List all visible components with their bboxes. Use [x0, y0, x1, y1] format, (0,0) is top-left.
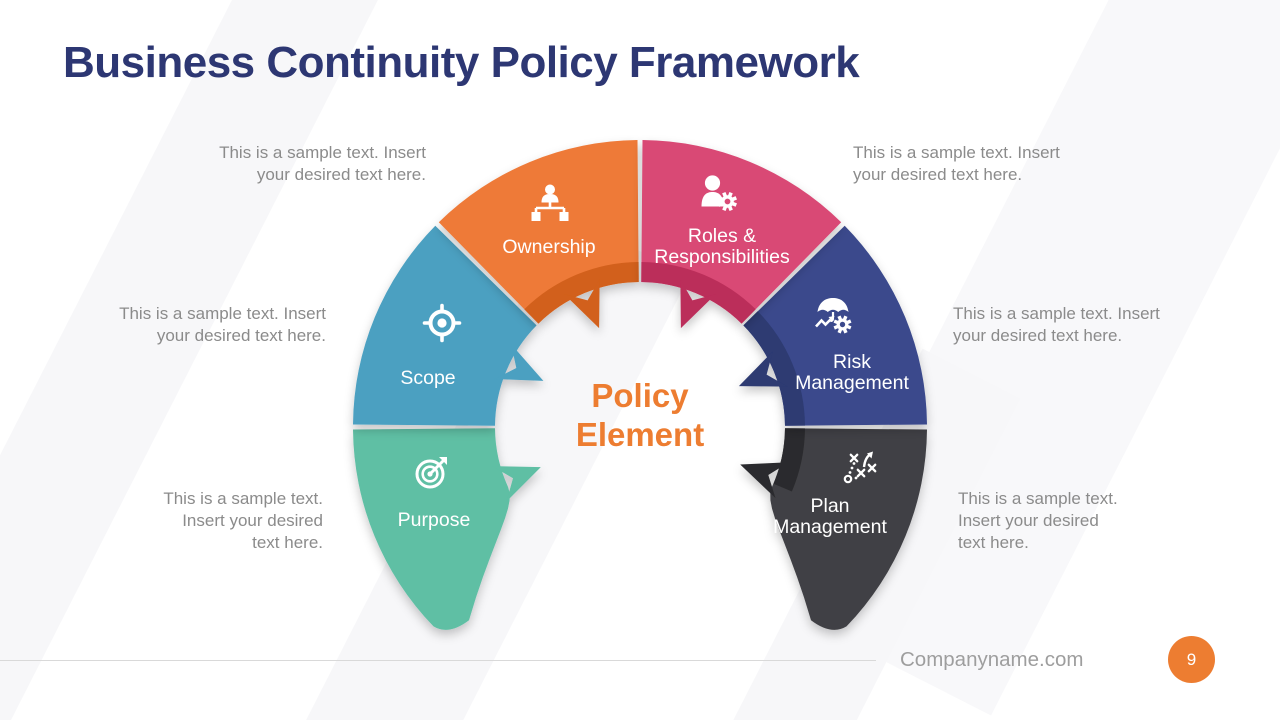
segment-arrow: [680, 279, 716, 329]
sample-line: Insert your desired: [958, 511, 1099, 530]
segment-roles: Roles &Responsibilities: [641, 140, 842, 329]
sample-text-top-left: This is a sample text. Insert your desir…: [219, 142, 426, 186]
segment-arrow: [738, 351, 788, 387]
segment-arrow: [740, 462, 789, 499]
sample-text-top-right: This is a sample text. Insert your desir…: [853, 142, 1060, 186]
segment-inner-band: [773, 428, 805, 492]
sample-line: your desired text here.: [953, 326, 1123, 345]
segment-shape-plan: [770, 428, 927, 630]
sample-line: Insert your desired: [182, 511, 323, 530]
center-label-line2: Element: [575, 416, 705, 453]
sample-line: your desired text here.: [853, 165, 1023, 184]
page-title: Business Continuity Policy Framework: [63, 38, 860, 87]
segment-shape-purpose: [353, 428, 510, 630]
sample-text-bottom-left: This is a sample text. Insert your desir…: [163, 488, 323, 554]
segment-inner-band: [743, 311, 805, 426]
sample-line: This is a sample text.: [163, 489, 323, 508]
segment-label-purpose: Purpose: [398, 509, 471, 531]
sample-line: your desired text here.: [256, 165, 426, 184]
center-label-line1: Policy: [591, 377, 689, 414]
segment-inner-band: [524, 262, 639, 324]
dartboard-icon: [415, 457, 447, 489]
footer-divider: [0, 660, 876, 661]
sample-line: This is a sample text.: [958, 489, 1118, 508]
sample-line: This is a sample text. Insert: [219, 143, 426, 162]
segment-ownership: Ownership: [438, 140, 639, 329]
page-number-badge: 9: [1168, 636, 1215, 683]
segment-label-scope: Scope: [400, 367, 455, 389]
diagram-center-label: Policy Element: [576, 376, 704, 454]
sample-line: text here.: [958, 533, 1029, 552]
sample-text-mid-left: This is a sample text. Insert your desir…: [119, 303, 326, 347]
person-gear-icon: [701, 175, 737, 211]
segment-arrow: [492, 466, 541, 502]
strategy-icon: [843, 451, 877, 484]
sample-text-bottom-right: This is a sample text. Insert your desir…: [958, 488, 1118, 554]
segment-arrow: [494, 344, 544, 381]
page-number: 9: [1186, 649, 1197, 669]
sample-line: This is a sample text. Insert: [853, 143, 1060, 162]
segment-scope: Scope: [353, 225, 544, 426]
sample-line: your desired text here.: [156, 326, 326, 345]
umbrella-chart-gear-icon: [815, 298, 852, 334]
sample-line: text here.: [252, 533, 323, 552]
segment-purpose: Purpose: [353, 428, 541, 630]
segment-arrow: [564, 279, 600, 329]
segment-inner-band: [641, 262, 756, 324]
sample-text-mid-right: This is a sample text. Insert your desir…: [953, 303, 1160, 347]
crosshair-icon: [422, 303, 462, 343]
segment-label-roles: Roles &Responsibilities: [654, 225, 790, 268]
footer-company-name: Companyname.com: [900, 648, 1084, 671]
segment-label-ownership: Ownership: [502, 236, 595, 258]
sample-line: This is a sample text. Insert: [953, 304, 1160, 323]
org-chart-icon: [531, 184, 569, 221]
sample-line: This is a sample text. Insert: [119, 304, 326, 323]
